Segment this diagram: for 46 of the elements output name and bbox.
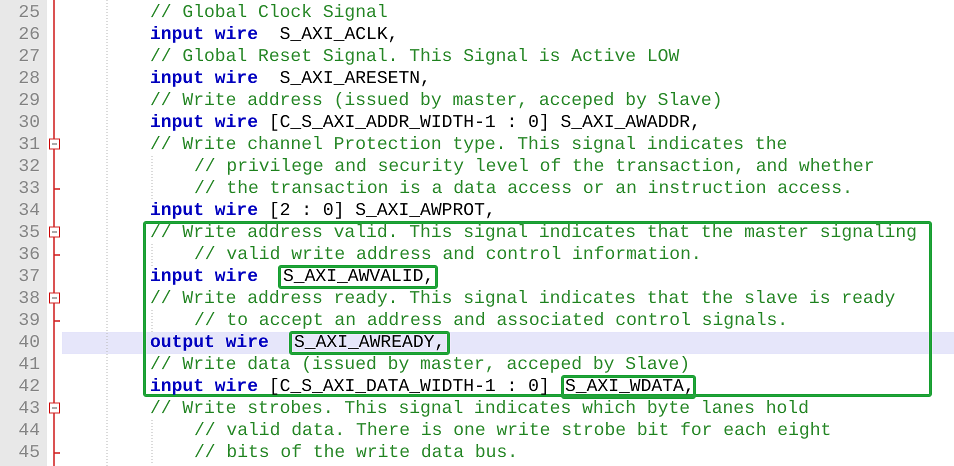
line-number: 25 [17, 2, 40, 24]
line-number: 29 [17, 90, 40, 112]
code-comment: // Write address ready. This signal indicates that the slave is ready [150, 288, 896, 310]
code-comment: // Global Clock Signal [150, 2, 388, 24]
code-comment: // bits of the write data bus. [194, 442, 518, 464]
line-number: 39 [17, 310, 40, 332]
line-number: 38 [17, 288, 40, 310]
code-line: input wire [C_S_AXI_ADDR_WIDTH-1 : 0] S_AXI_AWADDR, [150, 112, 701, 134]
line-number: 30 [17, 112, 40, 134]
code-line: S_AXI_AWREADY, [294, 332, 446, 354]
highlight-box [143, 221, 932, 397]
code-comment: // Write data (issued by master, acceped by Slave) [150, 354, 690, 376]
code-comment: // Write strobes. This signal indicates which byte lanes hold [150, 398, 809, 420]
line-number: 36 [17, 244, 40, 266]
code-comment: // to accept an address and associated control signals. [194, 310, 788, 332]
line-number: 43 [17, 398, 40, 420]
code-line: input wire S_AXI_ARESETN, [150, 68, 431, 90]
line-number: 41 [17, 354, 40, 376]
line-number: 33 [17, 178, 40, 200]
line-number: 27 [17, 46, 40, 68]
line-number: 44 [17, 420, 40, 442]
line-number: 37 [17, 266, 40, 288]
line-number: 35 [17, 222, 40, 244]
line-number: 26 [17, 24, 40, 46]
code-comment: // Write channel Protection type. This signal indicates the [150, 134, 788, 156]
code-line: input wire [2 : 0] S_AXI_AWPROT, [150, 200, 496, 222]
code-comment: // privilege and security level of the transaction, and whether [194, 156, 875, 178]
code-line: input wire [C_S_AXI_DATA_WIDTH-1 : 0] [150, 376, 550, 398]
code-comment: // Write address (issued by master, acceped by Slave) [150, 90, 722, 112]
code-comment: // the transaction is a data access or an instruction access. [194, 178, 853, 200]
code-comment: // Global Reset Signal. This Signal is Active LOW [150, 46, 680, 68]
line-number: 34 [17, 200, 40, 222]
line-number: 40 [17, 332, 40, 354]
code-line: S_AXI_AWVALID, [283, 266, 434, 288]
code-line: output wire [150, 332, 269, 354]
code-line: input wire S_AXI_ACLK, [150, 24, 398, 46]
line-number: 31 [17, 134, 40, 156]
line-number: 42 [17, 376, 40, 398]
code-comment: // valid data. There is one write strobe bit for each eight [194, 420, 832, 442]
code-line: S_AXI_WDATA, [565, 376, 695, 398]
line-number: 28 [17, 68, 40, 90]
line-number: 45 [17, 442, 40, 464]
line-number: 32 [17, 156, 40, 178]
code-comment: // valid write address and control information. [194, 244, 702, 266]
code-line: input wire [150, 266, 258, 288]
code-comment: // Write address valid. This signal indicates that the master signaling [150, 222, 917, 244]
